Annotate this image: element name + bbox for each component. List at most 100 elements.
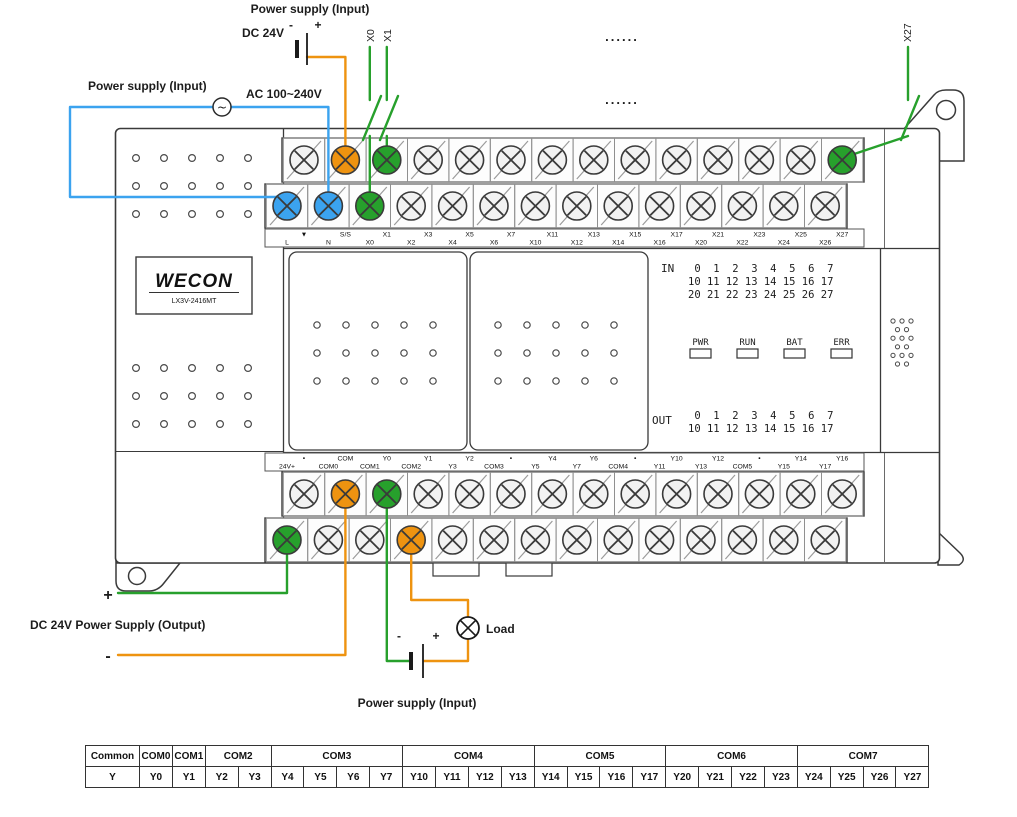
terminal-label: Y11	[654, 464, 666, 471]
table-com-group: COM2	[204, 745, 272, 767]
vent-hole	[216, 154, 225, 163]
screw-slot	[542, 150, 563, 170]
terminal-label: L	[285, 240, 289, 247]
screw-slot	[501, 150, 521, 170]
screw-slot	[418, 484, 439, 504]
table-com-group: COM5	[533, 745, 667, 767]
vent-hole	[216, 182, 225, 191]
table-y-cell: Y20	[665, 766, 700, 788]
vent-hole	[216, 392, 225, 401]
terminal-label: Y14	[795, 456, 807, 463]
terminal-label: Y13	[695, 464, 707, 471]
terminal-label: X12	[571, 240, 583, 247]
speaker-hole	[908, 352, 914, 358]
wire-battery-load-com2	[410, 550, 470, 663]
vent-hole	[400, 321, 408, 329]
screw-slot	[608, 530, 629, 550]
table-y-cell: Y14	[533, 766, 568, 788]
vent-hole	[494, 377, 502, 385]
terminal-label: X17	[671, 232, 683, 239]
screw-slot	[815, 196, 836, 216]
vent-hole	[132, 210, 141, 219]
screw-slot	[525, 196, 546, 216]
screw-terminals-bottom-lower	[272, 525, 841, 555]
terminal-label: 24V+	[279, 464, 295, 471]
terminal-label: X27	[836, 232, 848, 239]
vent-hole	[523, 321, 531, 329]
screw-slot	[832, 484, 853, 504]
terminal-label: X6	[490, 240, 499, 247]
screw-slot	[484, 196, 504, 216]
label-x1: X1	[382, 29, 394, 42]
vent-hole	[160, 182, 169, 191]
table-y-cell: Y6	[336, 766, 371, 788]
vent-holes-door-right	[494, 321, 618, 385]
vent-hole	[552, 377, 560, 385]
terminal-label: X3	[424, 232, 433, 239]
terminal-cell	[821, 471, 864, 517]
screw-slot	[649, 196, 670, 216]
table-com-group: COM1	[171, 745, 206, 767]
mounting-hole-top-right-icon	[935, 99, 957, 121]
screw-slot	[666, 150, 687, 170]
screw-slot	[773, 530, 794, 550]
vent-hole	[429, 349, 437, 357]
vent-hole	[160, 392, 169, 401]
screw-slot	[418, 150, 439, 170]
screw-slot	[749, 150, 770, 170]
label-dc-24v: DC 24V	[242, 26, 284, 40]
led-indicator-err	[830, 348, 853, 359]
output-minus-sign: -	[105, 648, 110, 665]
table-y-cell: Y16	[599, 766, 634, 788]
in-row-1: 10 11 12 13 14 15 16 17	[688, 276, 833, 288]
speaker-hole	[890, 335, 896, 341]
vent-hole	[244, 392, 253, 401]
din-clip-left	[432, 562, 480, 577]
vent-hole	[244, 210, 253, 219]
table-y-cell: Y24	[796, 766, 831, 788]
vent-hole	[371, 377, 379, 385]
terminal-label: Y4	[548, 456, 557, 463]
screw-slot	[691, 196, 711, 216]
terminal-label: Y2	[465, 456, 474, 463]
screw-slot	[459, 150, 480, 170]
terminal-label: X20	[695, 240, 707, 247]
mounting-ear-bottom-right	[937, 530, 964, 566]
screw-slot	[790, 484, 811, 504]
speaker-hole	[894, 327, 901, 333]
terminal-label: COM	[337, 456, 353, 463]
screw-slot	[442, 530, 463, 550]
table-y-cell: Y1	[171, 766, 206, 788]
vent-hole	[552, 349, 560, 357]
vent-hole	[188, 364, 197, 373]
battery-top-plus-sign: +	[314, 18, 321, 32]
screw-slot	[318, 530, 339, 550]
terminal-label: X1	[383, 232, 392, 239]
screw-slot	[625, 150, 646, 170]
terminal-label: X7	[507, 232, 516, 239]
vent-hole	[216, 210, 225, 219]
speaker-hole	[908, 318, 914, 324]
in-label: IN	[661, 262, 674, 275]
vent-hole	[160, 154, 169, 163]
vent-hole	[160, 364, 169, 373]
table-y-cell: Y26	[862, 766, 897, 788]
wire-ac-live	[68, 105, 289, 199]
wire-24v-plus-output	[116, 548, 289, 595]
screw-slot	[501, 484, 521, 504]
vent-hole	[132, 364, 141, 373]
speaker-hole	[894, 361, 901, 367]
vent-hole	[313, 377, 321, 385]
screw-slot	[773, 196, 794, 216]
terminal-cell	[804, 517, 847, 563]
table-com-group: COM4	[402, 745, 535, 767]
vent-hole	[342, 377, 350, 385]
label-ac-voltage: AC 100~240V	[246, 87, 322, 101]
table-y-cell: Y13	[500, 766, 535, 788]
screw-slot	[484, 530, 504, 550]
vent-hole	[244, 182, 253, 191]
speaker-hole	[903, 327, 910, 333]
screw-slot	[608, 196, 629, 216]
screw-slot	[525, 530, 546, 550]
